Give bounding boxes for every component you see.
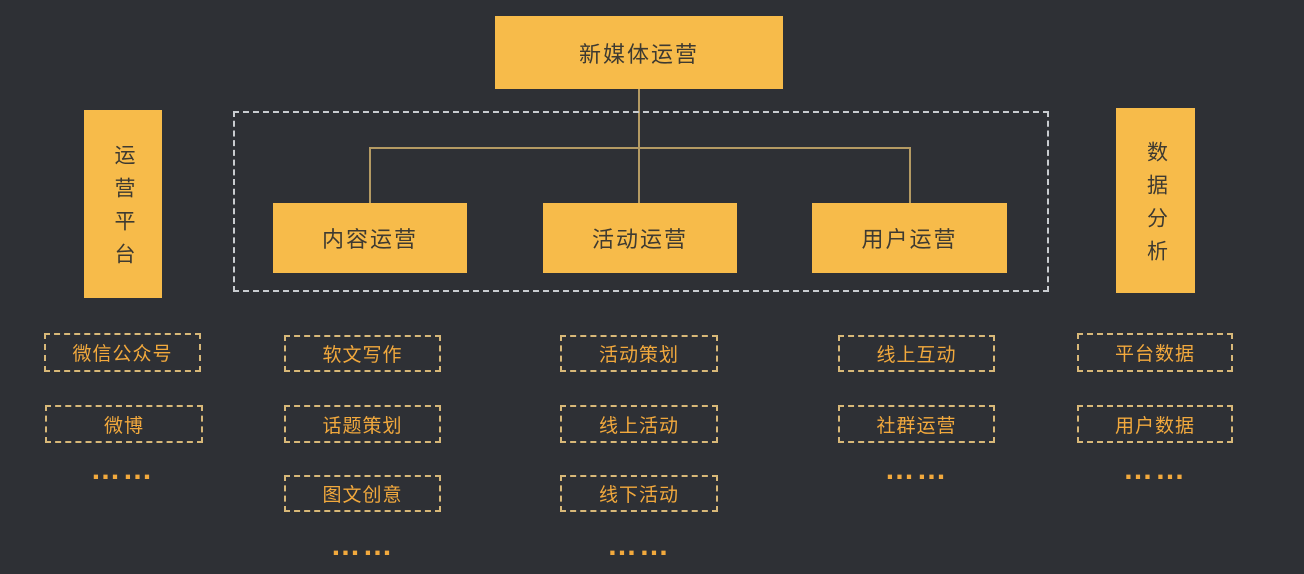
leaf-node-graphic-creative: 图文创意 (284, 475, 441, 512)
leaf-node-soft-article-writing: 软文写作 (284, 335, 441, 372)
root-node: 新媒体运营 (495, 16, 783, 89)
connector-root-vertical (638, 89, 640, 203)
leaf-node-online-interaction: 线上互动 (838, 335, 995, 372)
side-node-data-analysis: 数据分析 (1116, 108, 1195, 293)
ellipsis-activity-ops: …… (607, 529, 671, 562)
ellipsis-content-ops: …… (330, 529, 395, 562)
leaf-node-wechat-official: 微信公众号 (44, 333, 201, 372)
connector-horizontal (369, 147, 911, 149)
ellipsis-platforms: …… (90, 453, 155, 486)
leaf-node-topic-planning: 话题策划 (284, 405, 441, 443)
leaf-node-offline-events: 线下活动 (560, 475, 718, 512)
leaf-node-platform-data: 平台数据 (1077, 333, 1233, 372)
leaf-node-community-ops: 社群运营 (838, 405, 995, 443)
leaf-node-online-events: 线上活动 (560, 405, 718, 443)
branch-node-user-ops: 用户运营 (812, 203, 1007, 273)
ellipsis-user-ops: …… (884, 453, 949, 486)
leaf-node-user-data: 用户数据 (1077, 405, 1233, 443)
branch-node-activity-ops: 活动运营 (543, 203, 737, 273)
leaf-node-event-planning: 活动策划 (560, 335, 718, 372)
branches-group-outline (233, 111, 1049, 292)
branch-node-content-ops: 内容运营 (273, 203, 467, 273)
side-node-operation-platforms: 运营平台 (84, 110, 162, 298)
connector-right-drop (909, 147, 911, 203)
ellipsis-data-analysis: …… (1123, 453, 1187, 486)
connector-left-drop (369, 147, 371, 203)
leaf-node-weibo: 微博 (45, 405, 203, 443)
